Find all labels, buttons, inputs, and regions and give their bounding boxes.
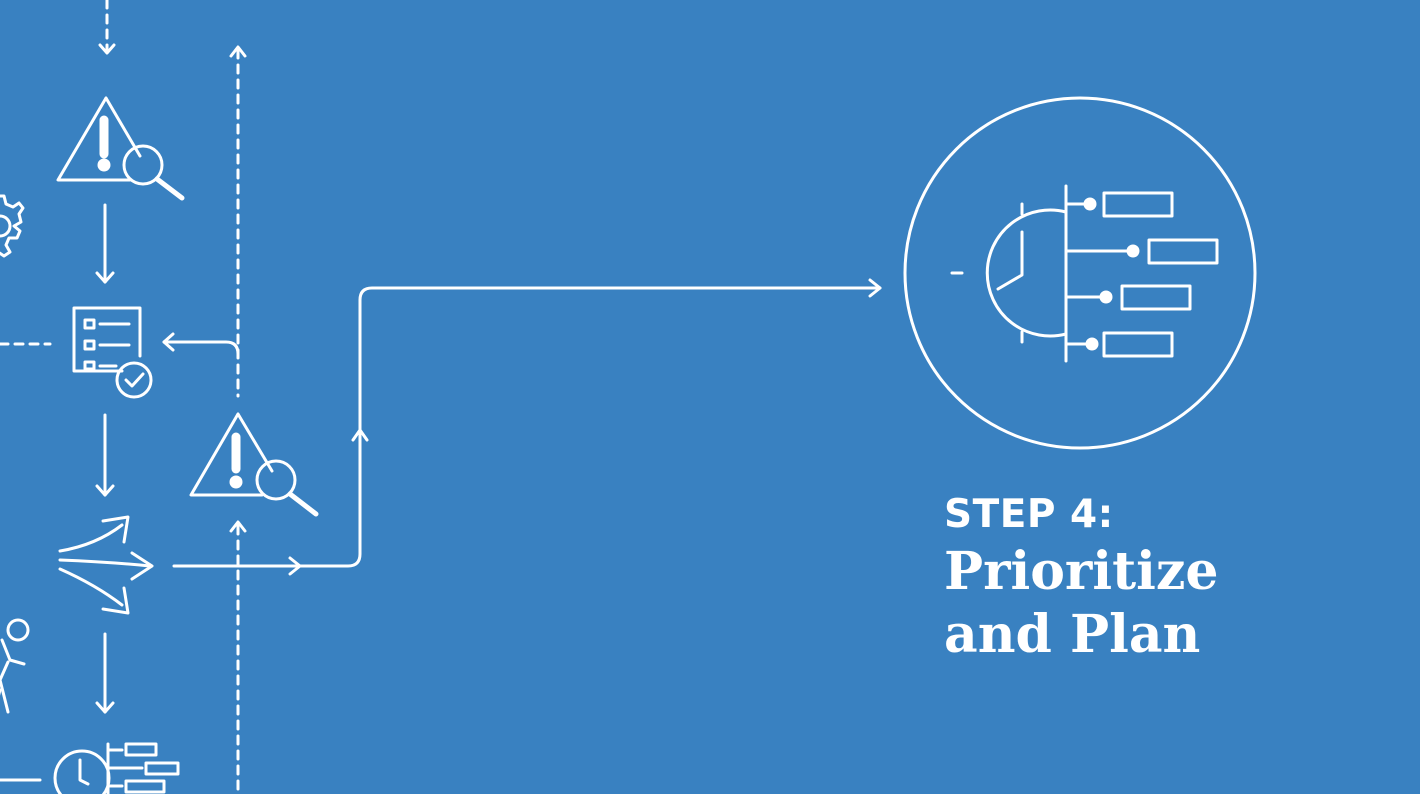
checklist-icon <box>72 306 153 399</box>
warning-magnifier-icon <box>189 412 319 517</box>
gear-icon <box>0 194 25 258</box>
step-heading: STEP 4: Prioritize and Plan <box>944 490 1218 666</box>
step-title-line2: and Plan <box>944 604 1201 665</box>
dashed-arrow-up-top <box>229 45 247 398</box>
dashed-arrow-up-bottom <box>229 520 247 794</box>
clock-timeline-icon-small <box>0 742 180 794</box>
diverging-arrows-icon <box>58 515 154 615</box>
arrow-left-to-checklist <box>162 332 240 356</box>
step-title-line1: Prioritize <box>944 541 1219 602</box>
arrow-down-2 <box>95 413 115 497</box>
arrow-down-1 <box>95 203 115 284</box>
main-connector-arrow <box>172 278 882 576</box>
warning-magnifier-icon <box>56 96 185 201</box>
step4-icon <box>903 96 1257 450</box>
step-number-label: STEP 4: <box>944 492 1114 537</box>
dashed-arrow-down-top <box>98 0 116 55</box>
arrow-down-3 <box>95 632 115 714</box>
person-icon <box>0 618 30 714</box>
